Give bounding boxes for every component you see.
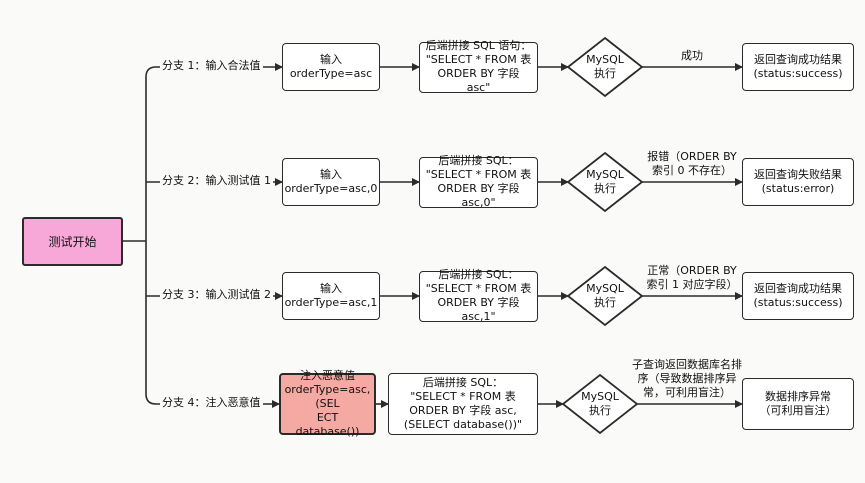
branch-1-input-node: 输入 orderType=asc	[282, 43, 380, 91]
branch-2-result-node: 返回查询失败结果 (status:error)	[742, 158, 854, 206]
branch-1-decision-label: MySQL 执行	[586, 53, 624, 80]
branch-1-decision-diamond	[566, 36, 644, 98]
branch-1-label: 分支 1：输入合法值	[160, 59, 263, 73]
branch-1-result-node: 返回查询成功结果 (status:success)	[742, 43, 854, 91]
branch-2-decision-diamond	[566, 151, 644, 213]
branch-3-edge-label: 正常（ORDER BY 索引 1 对应字段）	[646, 264, 738, 291]
branch-3-result-node: 返回查询成功结果 (status:success)	[742, 272, 854, 320]
branch-4-decision-label: MySQL 执行	[581, 390, 619, 417]
branch-2-input-node: 输入 orderType=asc,0	[282, 158, 380, 206]
branch-4-decision-diamond	[561, 373, 639, 435]
branch-3-sql-node: 后端拼接 SQL： "SELECT * FROM 表 ORDER BY 字段 a…	[419, 268, 538, 323]
branch-4-input-node: 注入恶意值 orderType=asc,(SEL ECT database())	[279, 369, 376, 438]
branch-3-decision-diamond	[566, 265, 644, 327]
branch-4-result-node: 数据排序异常 （可利用盲注）	[742, 378, 854, 430]
start-node: 测试开始	[22, 217, 123, 266]
branch-3-decision-label: MySQL 执行	[586, 282, 624, 309]
branch-2-edge-label: 报错（ORDER BY 索引 0 不存在）	[647, 150, 737, 177]
branch-4-edge-label: 子查询返回数据库名排 序（导致数据排序异 常，可利用盲注）	[632, 358, 742, 399]
branch-3-label: 分支 3：输入测试值 2	[160, 288, 273, 302]
branch-2-sql-node: 后端拼接 SQL： "SELECT * FROM 表 ORDER BY 字段 a…	[419, 154, 538, 209]
branch-trunk	[145, 66, 157, 405]
branch-4-label: 分支 4：注入恶意值	[160, 396, 263, 410]
branch-2-decision-label: MySQL 执行	[586, 168, 624, 195]
branch-1-edge-label: 成功	[681, 49, 703, 62]
branch-4-sql-node: 后端拼接 SQL： "SELECT * FROM 表 ORDER BY 字段 a…	[388, 373, 538, 435]
branch-3-input-node: 输入 orderType=asc,1	[282, 272, 380, 320]
branch-1-sql-node: 后端拼接 SQL 语句： "SELECT * FROM 表 ORDER BY 字…	[419, 39, 538, 94]
branch-2-label: 分支 2：输入测试值 1	[160, 174, 273, 188]
